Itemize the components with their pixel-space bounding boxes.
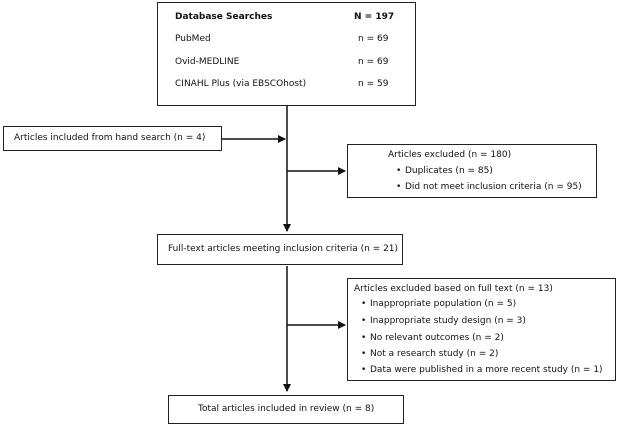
articles-excluded-box: Articles excluded (n = 180) Duplicates (… [347,144,597,198]
database-row-name: CINAHL Plus (via EBSCOhost) [175,79,307,89]
articles-excluded-item: Duplicates (n = 85) [396,166,493,177]
database-row-count: n = 69 [358,57,389,67]
database-searches-title: Database Searches [175,12,273,22]
excluded-full-text-item: No relevant outcomes (n = 2) [361,333,504,344]
total-included-box: Total articles included in review (n = 8… [168,395,404,424]
hand-search-label: Articles included from hand search (n = … [14,133,206,143]
database-row-count: n = 69 [358,34,389,44]
excluded-full-text-item: Inappropriate study design (n = 3) [361,316,526,327]
excluded-full-text-box: Articles excluded based on full text (n … [347,278,616,381]
database-searches-box: Database Searches N = 197 PubMed n = 69 … [157,2,416,106]
excluded-full-text-title: Articles excluded based on full text (n … [354,284,553,294]
total-included-label: Total articles included in review (n = 8… [198,404,375,414]
articles-excluded-item: Did not meet inclusion criteria (n = 95) [396,182,582,193]
articles-excluded-title: Articles excluded (n = 180) [388,150,512,160]
database-row-count: n = 59 [358,79,389,89]
database-row-name: Ovid-MEDLINE [175,57,240,67]
database-searches-total: N = 197 [354,12,395,22]
excluded-full-text-item: Not a research study (n = 2) [361,349,498,360]
full-text-box: Full-text articles meeting inclusion cri… [157,234,403,265]
database-row-name: PubMed [175,34,211,44]
excluded-full-text-item: Data were published in a more recent stu… [361,365,603,376]
excluded-full-text-item: Inappropriate population (n = 5) [361,299,516,310]
full-text-label: Full-text articles meeting inclusion cri… [168,244,399,254]
hand-search-box: Articles included from hand search (n = … [3,126,222,151]
